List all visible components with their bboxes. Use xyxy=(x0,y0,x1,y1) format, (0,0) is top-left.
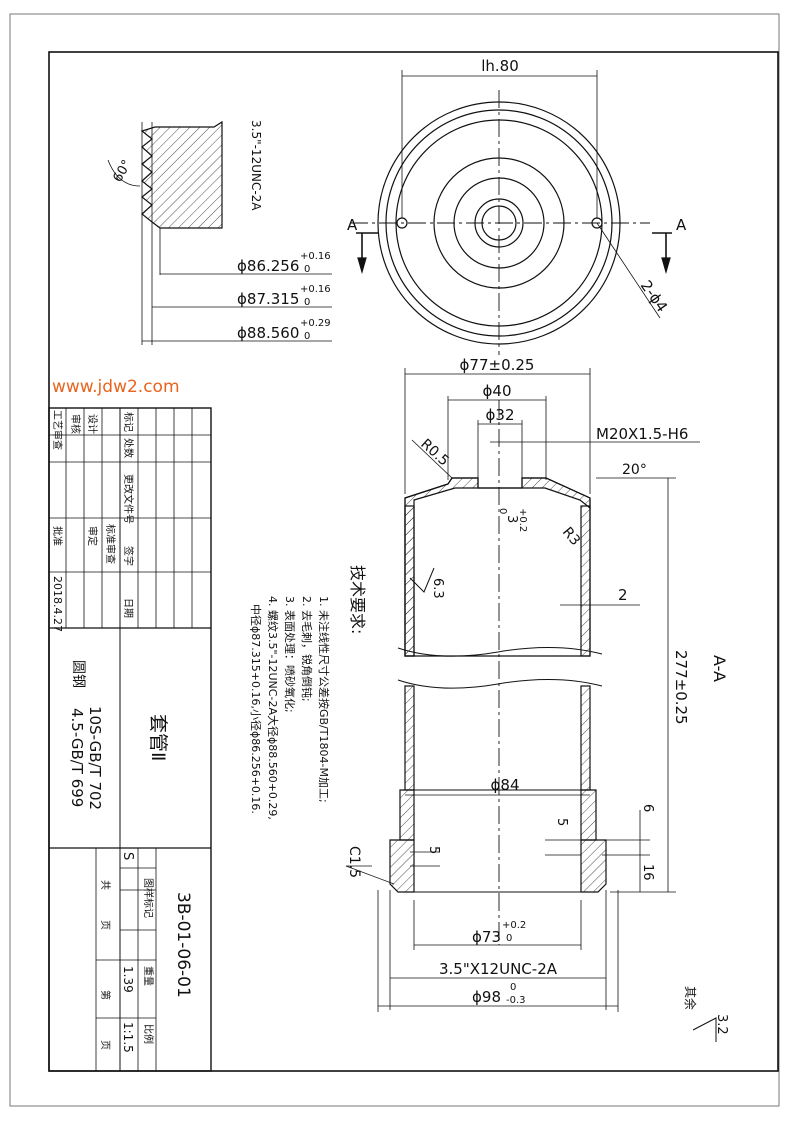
dia-84-label: ϕ84 xyxy=(491,776,520,794)
technical-requirements: 技术要求: 1. 未注线性尺寸公差按GB/T1804-M加工; 2. 去毛刺，锐… xyxy=(249,565,367,820)
tb-role-approve-final: 审定 xyxy=(86,526,99,546)
tb-role-design: 设计 xyxy=(86,414,99,434)
angle-20-label: 20° xyxy=(622,462,647,478)
wall-thickness-label: 2 xyxy=(618,586,628,604)
tb-date-value: 2018.4.27 xyxy=(51,576,64,632)
section-letter-right: A xyxy=(676,216,687,234)
tech-req-title: 技术要求: xyxy=(348,565,367,634)
tb-stage-label: 图样标记 xyxy=(142,878,155,918)
dia-88-tol-lower: 0 xyxy=(304,331,310,342)
section-letter-left: A xyxy=(347,216,358,234)
tb-role-review: 审核 xyxy=(69,414,82,434)
dim-16-label: 16 xyxy=(640,864,655,881)
tb-header-date: 日期 xyxy=(122,598,134,618)
section-label: A-A xyxy=(710,655,729,682)
dia-40-label: ϕ40 xyxy=(483,382,512,400)
dia-98-tol-lower: -0.3 xyxy=(506,995,526,1006)
tb-weight-label: 重量 xyxy=(142,966,155,986)
tech-req-line-4: 4. 螺纹3.5"-12UNC-2A大径ϕ88.560+0.29, xyxy=(266,596,280,820)
tb-role-process: 工艺审查 xyxy=(51,410,64,450)
holes-label: 2-ϕ4 xyxy=(637,277,671,316)
dim-3-tol-upper: +0.2 xyxy=(517,508,528,532)
tb-header-signature: 签字 xyxy=(122,546,135,566)
dim-3-tol-lower: 0 xyxy=(497,508,508,514)
dim-6-label: 6 xyxy=(640,804,655,812)
dia-87-tol-lower: 0 xyxy=(304,297,310,308)
other-roughness-value: 3.2 xyxy=(714,1014,729,1035)
tb-sheet-unit: 页 xyxy=(99,920,111,930)
dia-77-label: ϕ77±0.25 xyxy=(460,356,535,374)
dia-88-tol-upper: +0.29 xyxy=(300,318,331,329)
tech-req-line-2: 2. 去毛刺，锐角倒钝; xyxy=(300,596,314,702)
tb-header-mark: 标记 xyxy=(122,412,134,432)
thread-hole-label: M20X1.5-H6 xyxy=(596,425,688,443)
thread-angle-label: 60° xyxy=(110,158,135,185)
section-view xyxy=(345,368,717,1042)
tb-header-change-doc: 更改文件号 xyxy=(122,474,135,524)
tb-stage-mark: S xyxy=(120,852,135,860)
dia-87-tol-upper: +0.16 xyxy=(300,284,331,295)
top-view xyxy=(350,70,672,355)
tb-sheet-page: 页 xyxy=(99,1040,111,1050)
dia-88-label: ϕ88.560 xyxy=(237,324,299,342)
roughness-6-3-label: 6.3 xyxy=(430,578,445,599)
tech-req-line-3: 3. 表面处理：喷砂氧化; xyxy=(283,596,297,713)
drawing-number: 3B-01-06-01 xyxy=(173,892,193,998)
thread-spec-label: 3.5"-12UNC-2A xyxy=(249,120,263,211)
sheet-outer-border xyxy=(9,13,780,1107)
dia-98-tol-upper: 0 xyxy=(510,982,516,993)
dia-86-tol-lower: 0 xyxy=(304,264,310,275)
other-roughness-label: 其余 xyxy=(683,986,698,1010)
material-spec-2: 4.5-GB/T 699 xyxy=(68,708,86,807)
part-name: 套管Ⅱ xyxy=(147,714,169,761)
material-spec-1: 10S-GB/T 702 xyxy=(86,706,104,810)
chamfer-label: C1.5 xyxy=(346,846,362,878)
tb-scale-label: 比例 xyxy=(142,1024,155,1044)
dia-73-tol-upper: +0.2 xyxy=(502,920,526,931)
dia-73-label: ϕ73 xyxy=(472,928,501,946)
dia-73-tol-lower: 0 xyxy=(506,933,512,944)
dia-86-tol-upper: +0.16 xyxy=(300,251,331,262)
tb-sheet-no: 第 xyxy=(99,990,112,1000)
title-block xyxy=(48,407,212,1072)
tb-weight-value: 1.39 xyxy=(121,966,135,993)
tech-req-line-5: 中径ϕ87.315+0.16,小径ϕ86.256+0.16. xyxy=(249,604,262,814)
material-name: 圆钢 xyxy=(70,660,86,688)
tb-scale-value: 1:1.5 xyxy=(121,1022,135,1053)
thread-bottom-label: 3.5"X12UNC-2A xyxy=(439,960,558,978)
dim-5-left-label: 5 xyxy=(426,846,441,854)
dia-87-label: ϕ87.315 xyxy=(237,290,299,308)
thread-detail xyxy=(107,120,332,345)
tb-sheet-total: 共 xyxy=(99,880,111,890)
dia-86-label: ϕ86.256 xyxy=(237,257,299,275)
dia-32-label: ϕ32 xyxy=(486,406,515,424)
tb-role-standard: 标准审查 xyxy=(104,524,117,564)
width-dimension: lh.80 xyxy=(481,57,519,75)
radius-05-label: R0.5 xyxy=(417,436,451,469)
watermark-url[interactable]: www.jdw2.com xyxy=(52,377,180,397)
tech-req-line-1: 1. 未注线性尺寸公差按GB/T1804-M加工; xyxy=(317,596,331,803)
dia-98-label: ϕ98 xyxy=(472,988,501,1006)
tb-role-approve: 批准 xyxy=(51,526,64,546)
length-277-label: 277±0.25 xyxy=(672,650,690,725)
dim-3-label: 3 xyxy=(504,515,519,523)
dim-5-right-label: 5 xyxy=(554,818,569,826)
tb-header-count: 处数 xyxy=(122,438,135,458)
